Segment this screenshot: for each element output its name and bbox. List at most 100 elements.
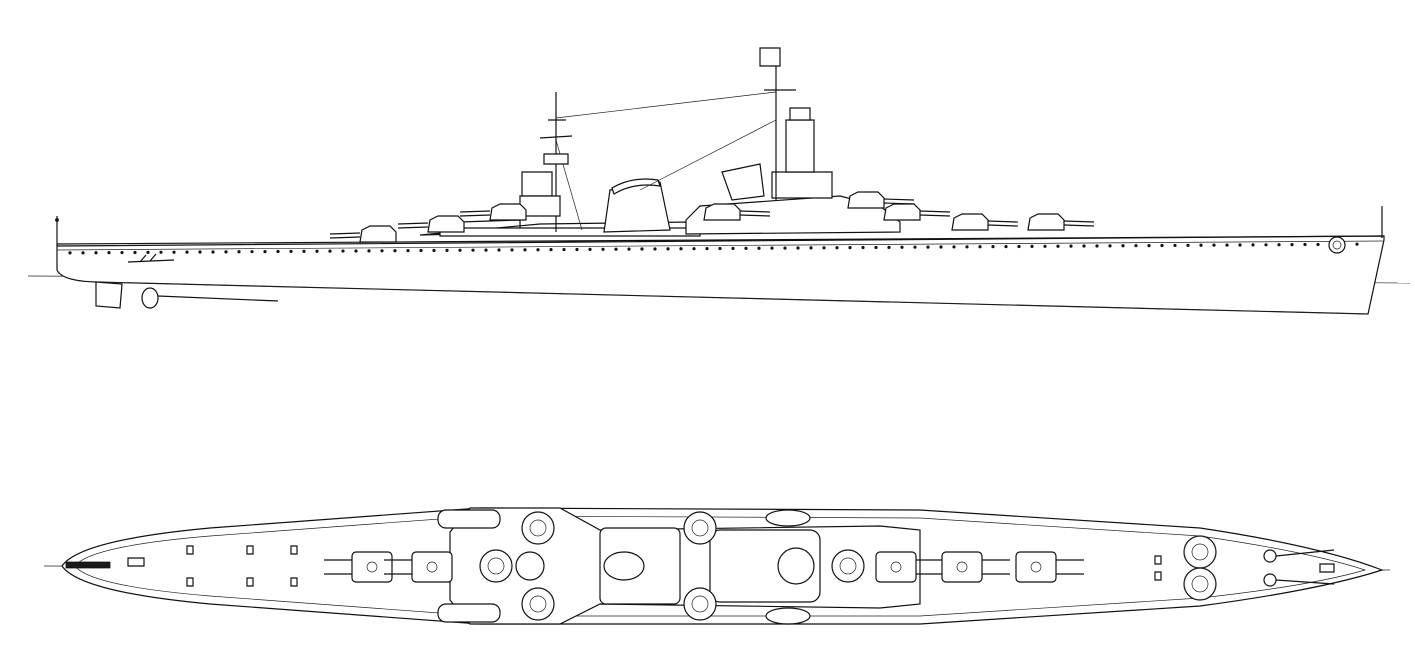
aa-mount — [832, 550, 864, 582]
turret-cupola — [1031, 562, 1041, 572]
porthole — [1083, 245, 1085, 247]
porthole — [134, 251, 136, 253]
anchor-chain-port — [1276, 550, 1334, 556]
porthole — [1174, 244, 1176, 246]
propeller — [142, 288, 158, 308]
turret-plan — [942, 552, 982, 582]
stern-anchor-mark — [128, 260, 174, 262]
porthole — [745, 247, 747, 249]
porthole — [342, 250, 344, 252]
aa-mount-inner — [840, 558, 856, 574]
turret-cupola — [367, 562, 377, 572]
porthole — [1278, 244, 1280, 246]
deck-bollard — [291, 578, 297, 586]
aa-mount-inner — [692, 520, 708, 536]
deck-bollard — [247, 546, 253, 554]
aa-mount-inner — [488, 558, 504, 574]
deck-bollard — [187, 578, 193, 586]
porthole — [966, 246, 968, 248]
porthole — [667, 248, 669, 250]
mast-stay — [640, 120, 776, 190]
porthole — [1265, 244, 1267, 246]
aa-mount — [1184, 536, 1216, 568]
turret-profile — [428, 216, 464, 232]
porthole-row — [69, 243, 1358, 254]
porthole — [394, 250, 396, 252]
porthole — [1135, 244, 1137, 246]
turret-profile — [1028, 214, 1064, 230]
gun-barrel — [884, 199, 914, 200]
porthole — [1096, 245, 1098, 247]
porthole — [914, 246, 916, 248]
boat-fwd-port — [766, 510, 810, 526]
porthole — [95, 252, 97, 254]
porthole — [615, 248, 617, 250]
porthole — [121, 251, 123, 253]
porthole — [160, 251, 162, 253]
aa-mount-inner — [692, 596, 708, 612]
porthole — [1226, 244, 1228, 246]
porthole — [589, 248, 591, 250]
porthole — [498, 249, 500, 251]
bow-capstan — [1320, 564, 1334, 572]
aa-mount-inner — [530, 520, 546, 536]
porthole — [641, 248, 643, 250]
porthole — [1252, 244, 1254, 246]
porthole — [862, 246, 864, 248]
stern-fittings — [140, 254, 156, 262]
gun-barrel — [330, 237, 360, 238]
porthole — [927, 246, 929, 248]
turret-profile — [360, 226, 396, 242]
porthole — [82, 252, 84, 254]
plan-aft-funnel — [604, 552, 644, 580]
turret-cupola — [891, 562, 901, 572]
porthole — [875, 246, 877, 248]
porthole — [1317, 243, 1319, 245]
porthole — [420, 249, 422, 251]
gun-barrel — [920, 215, 950, 216]
porthole — [329, 250, 331, 252]
bridge-block — [772, 172, 832, 198]
porthole — [407, 249, 409, 251]
plan-aa-mounts — [480, 512, 1216, 620]
porthole — [901, 246, 903, 248]
porthole — [537, 249, 539, 251]
porthole — [797, 247, 799, 249]
deck-bollard — [1155, 572, 1161, 580]
profile-turret-group — [330, 192, 1094, 242]
gun-barrel — [740, 215, 770, 216]
aa-mount — [684, 512, 716, 544]
porthole — [1109, 245, 1111, 247]
turret-profile — [848, 192, 884, 208]
porthole — [186, 251, 188, 253]
porthole — [1304, 243, 1306, 245]
porthole — [485, 249, 487, 251]
gun-barrel — [988, 221, 1018, 222]
aft-searchlight-platform — [544, 154, 568, 164]
porthole — [732, 247, 734, 249]
anchor-hawse-port — [1264, 550, 1276, 562]
main-deck-line — [57, 236, 1384, 244]
gun-barrel — [460, 215, 490, 216]
porthole — [1200, 244, 1202, 246]
porthole — [251, 250, 253, 252]
turret-plan — [876, 552, 916, 582]
aa-mount-inner — [1192, 544, 1208, 560]
gun-barrel — [1064, 225, 1094, 226]
porthole — [1044, 245, 1046, 247]
aa-mount-inner — [1192, 576, 1208, 592]
aa-mount-inner — [530, 596, 546, 612]
porthole — [290, 250, 292, 252]
turret-profile — [704, 204, 740, 220]
porthole — [654, 248, 656, 250]
gun-barrel — [740, 211, 770, 212]
gun-barrel — [398, 227, 428, 228]
aft-director-tower — [522, 172, 552, 196]
porthole — [264, 250, 266, 252]
stern-grating — [66, 562, 110, 568]
porthole — [199, 251, 201, 253]
profile-hull — [57, 236, 1384, 314]
porthole — [511, 249, 513, 251]
boat-fwd-starboard — [766, 608, 810, 624]
